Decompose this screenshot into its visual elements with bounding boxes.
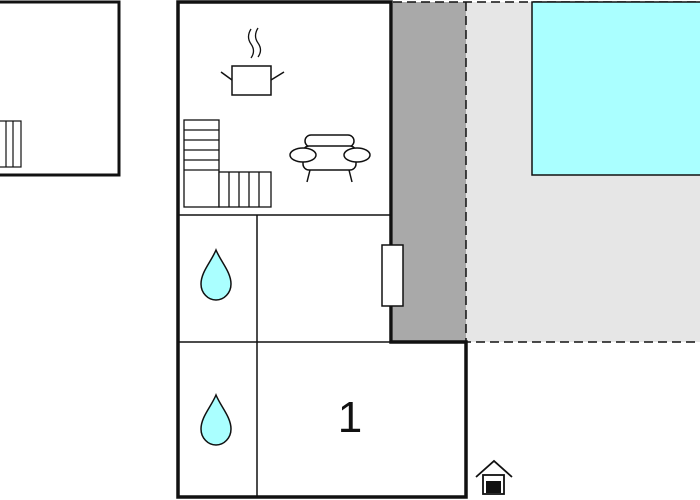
- interior-walls: [178, 214, 391, 497]
- main-building-walls: [176, 0, 468, 499]
- terrace-area: [393, 2, 466, 342]
- room-number-label: 1: [338, 393, 362, 442]
- neighbor-staircase-icon: [0, 120, 22, 168]
- water-drop-icon: [200, 248, 232, 301]
- entrance-house-icon: [475, 459, 513, 495]
- sofa-icon: [289, 134, 371, 183]
- neighbor-building-walls: [0, 0, 121, 177]
- water-drop-icon: [200, 393, 232, 446]
- swimming-pool: [531, 1, 700, 176]
- cooking-pot-icon: [220, 27, 285, 96]
- window-icon: [381, 244, 404, 307]
- staircase-icon: [183, 119, 272, 208]
